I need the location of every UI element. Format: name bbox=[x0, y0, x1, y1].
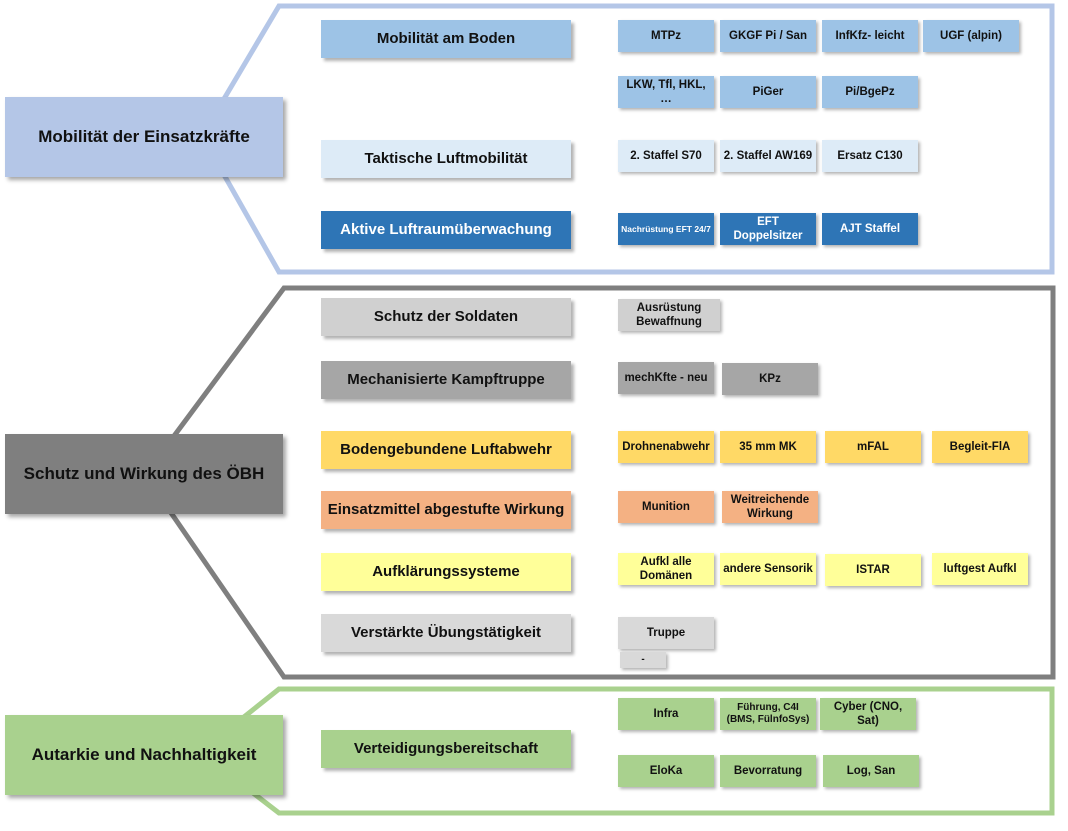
category-autarky-title: Autarkie und Nachhaltigkeit bbox=[31, 745, 257, 765]
row-soldier-protection: Schutz der Soldaten bbox=[321, 298, 571, 336]
item-stockpiling: Bevorratung bbox=[720, 755, 816, 787]
row-ground-mobility-label: Mobilität am Boden bbox=[376, 29, 516, 47]
protection-frame bbox=[141, 285, 1056, 680]
category-autarky: Autarkie und Nachhaltigkeit bbox=[5, 715, 283, 795]
row-recon-systems-label: Aufklärungssysteme bbox=[372, 562, 520, 580]
row-tactical-air: Taktische Luftmobilität bbox=[321, 140, 571, 178]
row-recon-systems: Aufklärungssysteme bbox=[321, 553, 571, 591]
category-mobility: Mobilität der Einsatzkräfte bbox=[5, 97, 283, 177]
row-graduated-effects: Einsatzmittel abgestufte Wirkung bbox=[321, 491, 571, 529]
item-troops: Truppe bbox=[618, 617, 714, 649]
item-cyber: Cyber (CNO, Sat) bbox=[820, 698, 916, 730]
item-mtpz: MTPz bbox=[618, 20, 714, 52]
row-training-label: Verstärkte Übungstätigkeit bbox=[350, 623, 542, 641]
row-defense-readiness-label: Verteidigungsbereitschaft bbox=[353, 739, 539, 757]
row-airspace: Aktive Luftraumüberwachung bbox=[321, 211, 571, 249]
row-graduated-effects-label: Einsatzmittel abgestufte Wirkung bbox=[327, 500, 565, 518]
item-eloka: EloKa bbox=[618, 755, 714, 787]
row-ground-air-defense: Bodengebundene Luftabwehr bbox=[321, 431, 571, 469]
item-recon-domains: Aufkl alle Domänen bbox=[618, 553, 714, 585]
item-eft-retrofit: Nachrüstung EFT 24/7 bbox=[618, 213, 714, 245]
item-begleit-fla: Begleit-FlA bbox=[932, 431, 1028, 463]
item-aw169: 2. Staffel AW169 bbox=[720, 140, 816, 172]
item-airborne-recon: luftgest Aufkl bbox=[932, 553, 1028, 585]
item-infkfz: InfKfz- leicht bbox=[822, 20, 918, 52]
row-airspace-label: Aktive Luftraumüberwachung bbox=[340, 220, 552, 238]
item-log-san: Log, San bbox=[823, 755, 919, 787]
row-mech-troops-label: Mechanisierte Kampftruppe bbox=[347, 370, 545, 388]
item-equipment: Ausrüstung Bewaffnung bbox=[618, 299, 720, 331]
row-defense-readiness: Verteidigungsbereitschaft bbox=[321, 730, 571, 768]
item-long-range: Weitreichende Wirkung bbox=[722, 491, 818, 523]
item-infra: Infra bbox=[618, 698, 714, 730]
item-piger: PiGer bbox=[720, 76, 816, 108]
item-mechkfte: mechKfte - neu bbox=[618, 362, 714, 394]
item-s70: 2. Staffel S70 bbox=[618, 140, 714, 172]
row-training: Verstärkte Übungstätigkeit bbox=[321, 614, 571, 652]
item-mfal: mFAL bbox=[825, 431, 921, 463]
mobility-frame bbox=[199, 3, 1055, 275]
item-ugf: UGF (alpin) bbox=[923, 20, 1019, 52]
item-lkw: LKW, Tfl, HKL, … bbox=[618, 76, 714, 108]
item-c4i: Führung, C4I (BMS, FülnfoSys) bbox=[720, 698, 816, 730]
category-protection-title: Schutz und Wirkung des ÖBH bbox=[23, 464, 265, 484]
item-c130: Ersatz C130 bbox=[822, 140, 918, 172]
row-soldier-protection-label: Schutz der Soldaten bbox=[373, 307, 519, 325]
autarky-frame bbox=[195, 686, 1055, 816]
item-pibgepz: Pi/BgePz bbox=[822, 76, 918, 108]
item-gkgf: GKGF Pi / San bbox=[720, 20, 816, 52]
row-mech-troops: Mechanisierte Kampftruppe bbox=[321, 361, 571, 399]
item-ammunition: Munition bbox=[618, 491, 714, 523]
item-istar: ISTAR bbox=[825, 554, 921, 586]
item-dash: - bbox=[620, 652, 666, 668]
row-tactical-air-label: Taktische Luftmobilität bbox=[364, 149, 528, 167]
item-35mm: 35 mm MK bbox=[720, 431, 816, 463]
row-ground-mobility: Mobilität am Boden bbox=[321, 20, 571, 58]
category-protection: Schutz und Wirkung des ÖBH bbox=[5, 434, 283, 514]
category-mobility-title: Mobilität der Einsatzkräfte bbox=[38, 127, 250, 147]
item-other-sensors: andere Sensorik bbox=[720, 553, 816, 585]
item-drone-defense: Drohnenabwehr bbox=[618, 431, 714, 463]
row-ground-air-defense-label: Bodengebundene Luftabwehr bbox=[340, 440, 552, 458]
item-kpz: KPz bbox=[722, 363, 818, 395]
item-eft-twoseater: EFT Doppelsitzer bbox=[720, 213, 816, 245]
item-ajt: AJT Staffel bbox=[822, 213, 918, 245]
